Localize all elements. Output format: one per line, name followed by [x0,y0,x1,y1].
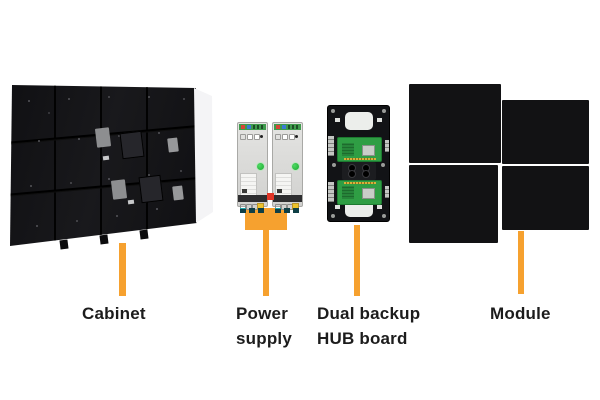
psu-red-connector [241,125,245,129]
hub-board-label: Dual backup HUB board [317,304,421,348]
cabinet-component [167,137,179,153]
hub-board-connector-line [354,225,360,296]
hub-pin-holes [342,186,354,199]
cabinet-label: Cabinet [82,304,146,323]
hub-ribbon-connector-left [328,136,334,156]
hub-ribbon-connector-left [328,182,334,202]
cabinet-photo [8,80,220,252]
module-tile [502,166,589,230]
hub-daughter-board-bottom [337,180,382,205]
hub-ribbon-connector-right [385,186,389,198]
psu-blue-connector [247,125,251,129]
cabinet-component [138,174,164,204]
hub-chiplet [335,118,340,122]
psu-status-led-icon [257,163,264,170]
hub-chiplet [335,205,340,209]
psu-yellow-terminal [257,203,264,210]
psu-dip-switches [240,134,246,140]
hub-screw [331,109,335,113]
hub-board-photo [327,105,390,222]
psu-terminal-band [238,195,267,202]
psu-pin-slots [253,125,263,129]
cabinet-component [119,130,145,160]
power-supply-connector-block [245,208,287,230]
psu-terminal-band [273,195,302,202]
cabinet-foot [99,234,109,245]
psu-dip-switches [275,134,281,140]
psu-unit-right [272,122,303,213]
cabinet-seam [54,85,56,246]
power-supply-photo [237,122,303,213]
hub-chiplet [377,118,382,122]
hub-ribbon-connector-right [385,140,389,152]
cabinet-component [94,127,112,148]
cabinet-screws [8,80,10,82]
cabinet-foot [59,239,69,250]
hub-thermal-pad-top [345,112,373,130]
psu-top-pcb-strip [274,124,301,130]
hub-center-socket [342,162,376,180]
psu-unit-left [237,122,268,213]
cabinet-side-edge [194,88,213,223]
hub-receiver-chip [362,188,375,199]
cabinet-rear-face [8,80,197,246]
power-supply-connector-line [263,229,269,296]
cabinet-component [110,179,128,200]
hub-chiplet [377,205,382,209]
psu-screw [260,135,263,138]
psu-blue-connector [282,125,286,129]
psu-pin-slots [288,125,298,129]
hub-receiver-chip [362,145,375,156]
cabinet-component [172,185,184,201]
module-tile [502,100,589,164]
cabinet-connector-line [119,243,126,296]
psu-cert-mark [242,189,247,193]
cabinet-seam [10,122,197,145]
psu-red-connector [276,125,280,129]
psu-output-connectors [275,208,281,213]
psu-yellow-terminal [292,203,299,210]
module-label: Module [490,304,551,323]
hub-grommet [348,170,356,178]
hub-gold-pins [344,158,376,160]
hub-grommet [362,170,370,178]
cabinet-sticker [102,155,110,161]
psu-center-red-indicator [267,193,274,200]
hub-gold-pins [344,182,376,184]
psu-screw [295,135,298,138]
hub-screw [382,214,386,218]
cabinet-foot [139,229,149,240]
cabinet-seam [100,85,102,246]
hub-screw [331,214,335,218]
psu-status-led-icon [292,163,299,170]
module-tile [409,165,498,243]
cabinet-sticker [127,199,135,205]
module-tile [409,84,501,163]
hub-pin-holes [342,143,354,156]
hub-screw [381,163,385,167]
power-supply-label: Power supply [236,304,292,348]
psu-output-connectors [240,208,246,213]
hub-screw [382,109,386,113]
hub-daughter-board-top [337,137,382,162]
psu-cert-mark [277,189,282,193]
hub-screw [332,163,336,167]
module-connector-line [518,231,524,294]
psu-top-pcb-strip [239,124,266,130]
cabinet-seam [146,85,148,246]
